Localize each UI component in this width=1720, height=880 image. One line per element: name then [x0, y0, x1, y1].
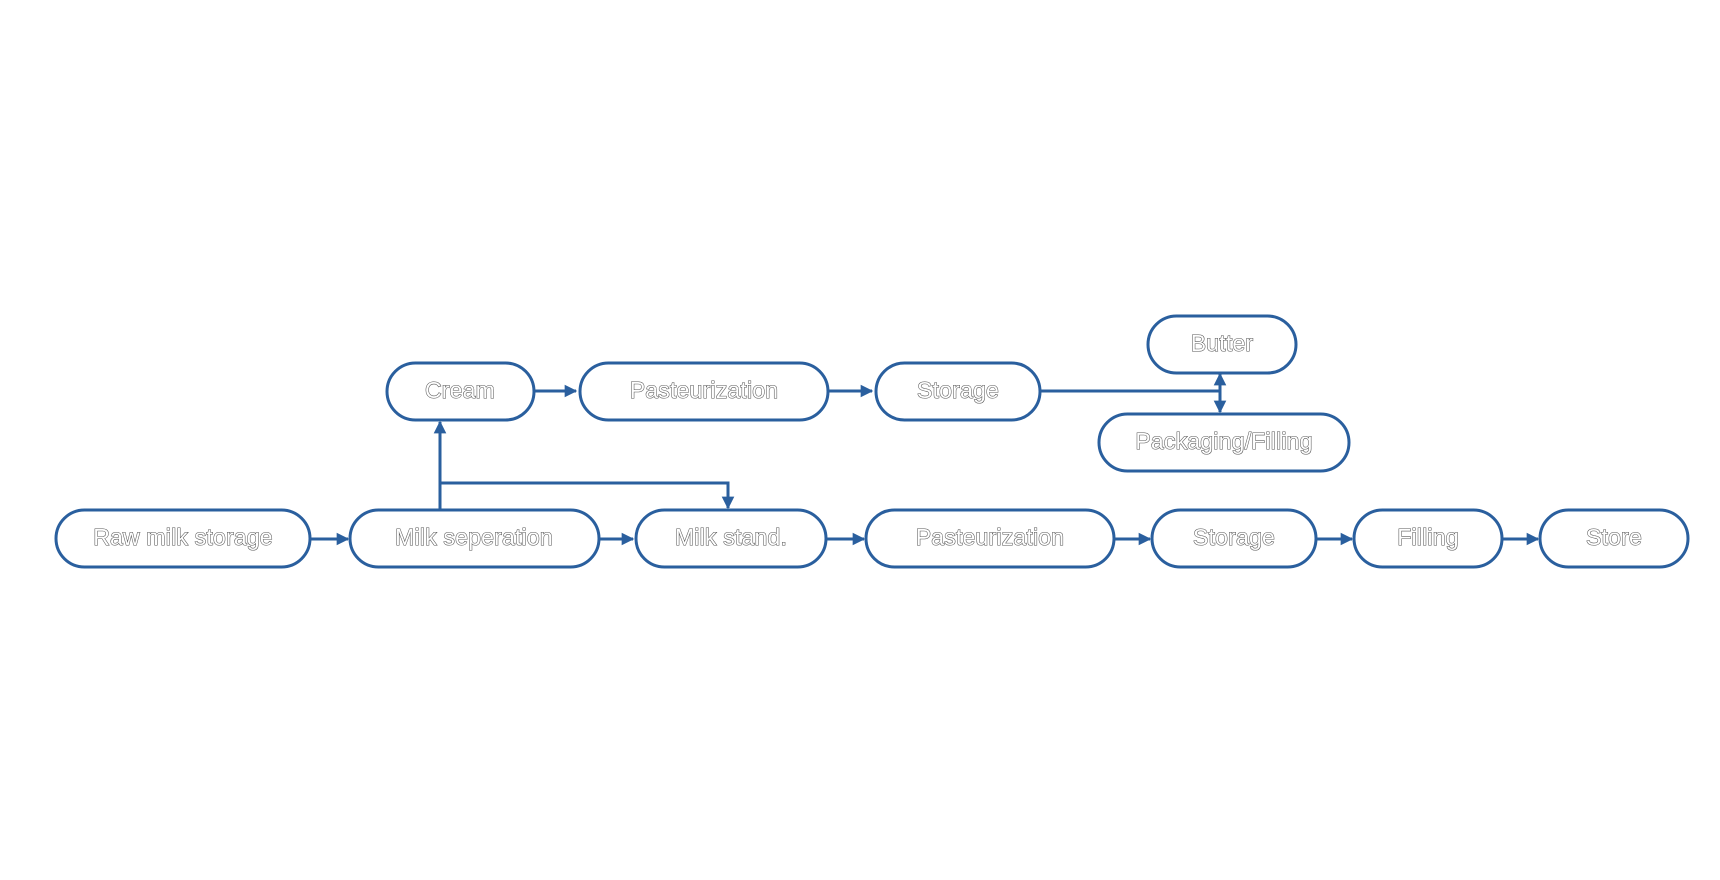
- node-cream-pasteurization: Pasteurization: [578, 361, 830, 422]
- node-label: Store: [1586, 524, 1642, 550]
- node-packaging-filling: Packaging/Filling: [1097, 412, 1351, 473]
- node-label: Storage: [917, 377, 999, 403]
- node-milk-filling: Filling: [1352, 508, 1504, 569]
- node-butter: Butter: [1146, 314, 1298, 375]
- nodes: Raw milk storage Milk seperation Milk st…: [54, 314, 1690, 569]
- edges: [310, 372, 1540, 546]
- node-raw-milk-storage: Raw milk storage: [54, 508, 312, 569]
- node-label: Pasteurization: [916, 524, 1065, 550]
- node-label: Butter: [1191, 330, 1254, 356]
- node-milk-separation: Milk seperation: [348, 508, 601, 569]
- node-cream-storage: Storage: [874, 361, 1042, 422]
- node-milk-pasteurization: Pasteurization: [864, 508, 1116, 569]
- node-cream: Cream: [385, 361, 536, 422]
- node-label: Filling: [1397, 524, 1458, 550]
- node-milk-storage: Storage: [1150, 508, 1318, 569]
- node-store: Store: [1538, 508, 1690, 569]
- edge-separation-branch-to-standardization: [440, 481, 735, 510]
- node-label: Storage: [1193, 524, 1275, 550]
- node-label: Packaging/Filling: [1135, 428, 1312, 454]
- node-label: Milk stand.: [675, 524, 787, 550]
- node-label: Raw milk storage: [93, 524, 273, 550]
- node-milk-standardization: Milk stand.: [634, 508, 828, 569]
- node-label: Cream: [425, 377, 495, 403]
- node-label: Milk seperation: [395, 524, 553, 550]
- node-label: Pasteurization: [630, 377, 779, 403]
